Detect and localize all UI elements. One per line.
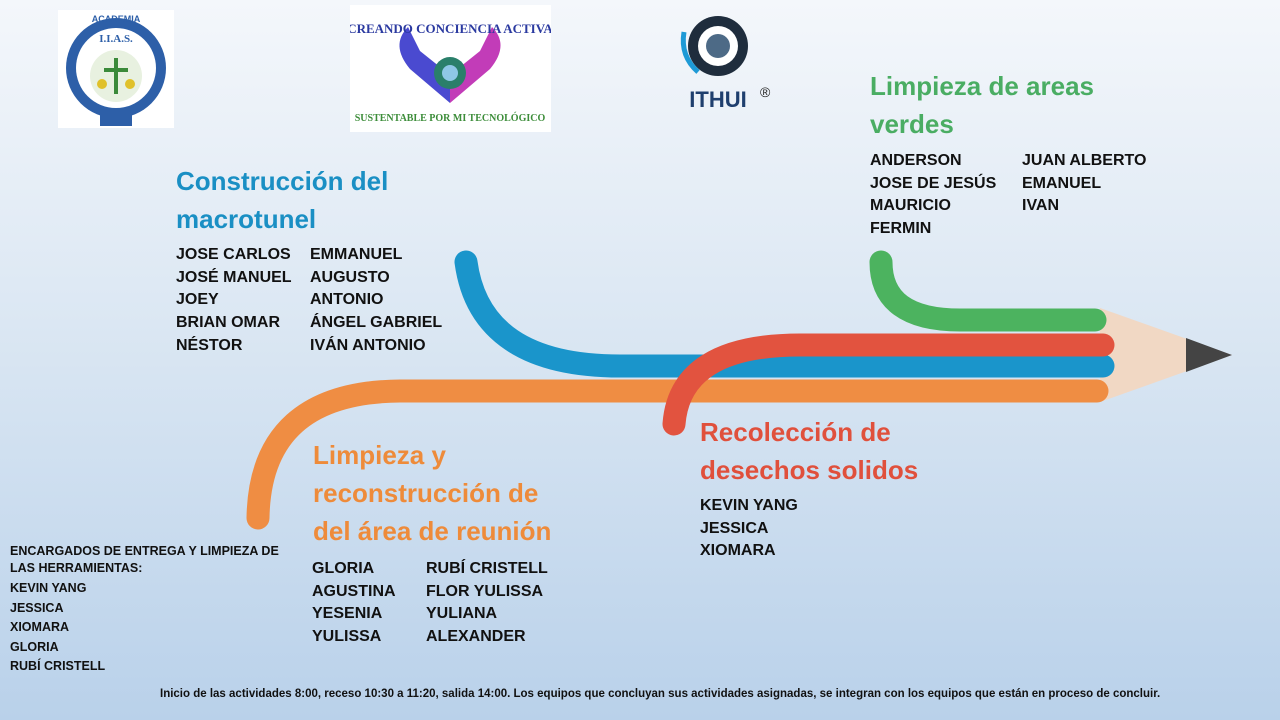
member-name: BRIAN OMAR: [176, 314, 280, 332]
areas-verdes-title: Limpieza de areas verdes: [870, 71, 1094, 139]
member-name: JOSE CARLOS: [176, 246, 291, 263]
member-name: RUBÍ CRISTELL: [426, 560, 548, 577]
member-name: EMMANUEL: [310, 246, 403, 263]
schedule-footer: Inicio de las actividades 8:00, receso 1…: [160, 688, 1161, 700]
herramientas-name: GLORIA: [10, 639, 59, 654]
herramientas-heading: ENCARGADOS DE ENTREGA Y LIMPIEZA DE LAS …: [10, 544, 279, 575]
member-name: GLORIA: [312, 560, 375, 577]
registered-mark: ®: [760, 84, 771, 100]
member-name: IVÁN ANTONIO: [310, 336, 426, 354]
herramientas-name: RUBÍ CRISTELL: [10, 659, 106, 673]
member-row: BRIAN OMAR ÁNGEL GABRIEL: [176, 312, 442, 335]
member-row: XIOMARA: [700, 540, 798, 563]
herramientas-block: ENCARGADOS DE ENTREGA Y LIMPIEZA DE LAS …: [10, 543, 280, 677]
member-name: JOSE DE JESÚS: [870, 174, 997, 192]
member-name: IVAN: [1022, 197, 1060, 215]
red-line: [662, 333, 1115, 436]
member-row: JOSE DE JESÚS EMANUEL: [870, 173, 1146, 196]
macrotunel-members: JOSE CARLOS EMMANUEL JOSÉ MANUEL AUGUSTO JOE…: [176, 244, 442, 358]
svg-text:ITHUI: ITHUI: [689, 87, 746, 112]
member-row: YESENIA YULIANA: [312, 603, 548, 626]
member-name: JOEY: [176, 291, 219, 309]
member-row: KEVIN YANG: [700, 495, 798, 518]
member-name: JUAN ALBERTO: [1022, 152, 1147, 169]
academia-logo: ACADEMIA I.I.A.S.: [58, 10, 174, 128]
member-row: JOEY ANTONIO: [176, 289, 442, 312]
member-row: JOSÉ MANUEL AUGUSTO: [176, 267, 442, 290]
member-name: KEVIN YANG: [700, 497, 798, 514]
member-row: JESSICA: [700, 518, 798, 541]
reunion-members: GLORIA RUBÍ CRISTELL AGUSTINA FLOR YULISSA Y…: [312, 558, 548, 649]
member-name: YESENIA: [312, 605, 383, 623]
creando-conciencia-logo: CREANDO CONCIENCIA ACTIVA SUSTENTABLE PO…: [350, 5, 551, 132]
svg-text:ACADEMIA: ACADEMIA: [92, 14, 141, 24]
pencil-lead: [1186, 338, 1232, 372]
member-row: AGUSTINA FLOR YULISSA: [312, 581, 548, 604]
ithui-logo: ITHUI: [680, 16, 748, 112]
green-line: [869, 250, 1107, 332]
member-name: FERMIN: [870, 220, 932, 238]
member-name: MAURICIO: [870, 197, 951, 215]
member-name: JOSÉ MANUEL: [176, 268, 292, 286]
orange-line: [246, 379, 1109, 530]
member-row: MAURICIO IVAN: [870, 195, 1146, 218]
member-name: AUGUSTO: [310, 268, 390, 286]
member-name: NÉSTOR: [176, 336, 243, 354]
member-row: YULISSA ALEXANDER: [312, 626, 548, 649]
svg-text:CREANDO CONCIENCIA ACTIVA: CREANDO CONCIENCIA ACTIVA: [350, 21, 551, 36]
herramientas-name: JESSICA: [10, 600, 64, 615]
member-name: ANTONIO: [310, 291, 384, 309]
member-row: GLORIA RUBÍ CRISTELL: [312, 558, 548, 581]
desechos-members: KEVIN YANG JESSICA XIOMARA: [700, 495, 798, 563]
herramientas-names: KEVIN YANG JESSICA XIOMARA GLORIA RUBÍ CRIST…: [10, 579, 280, 677]
blue-line: [454, 250, 1115, 378]
desechos-title: Recolección de desechos solidos: [700, 417, 919, 485]
member-name: AGUSTINA: [312, 582, 396, 600]
member-row: NÉSTOR IVÁN ANTONIO: [176, 335, 442, 358]
herramientas-name: KEVIN YANG: [10, 581, 87, 595]
pencil-tip: [1100, 308, 1232, 402]
member-name: XIOMARA: [700, 542, 776, 560]
macrotunel-title: Construcción del macrotunel: [176, 166, 389, 234]
member-name: EMANUEL: [1022, 174, 1102, 192]
member-row: JOSE CARLOS EMMANUEL: [176, 244, 442, 267]
reunion-title: Limpieza y reconstrucción de del área de…: [313, 440, 552, 546]
member-row: ANDERSON JUAN ALBERTO: [870, 150, 1146, 173]
areas-verdes-members: ANDERSON JUAN ALBERTO JOSE DE JESÚS EMANUEL…: [870, 150, 1146, 241]
svg-text:SUSTENTABLE POR MI TECNOLÓGICO: SUSTENTABLE POR MI TECNOLÓGICO: [355, 112, 546, 124]
member-name: ALEXANDER: [426, 628, 526, 646]
member-name: JESSICA: [700, 519, 769, 537]
member-name: ÁNGEL GABRIEL: [310, 314, 443, 332]
member-name: FLOR YULISSA: [426, 582, 544, 600]
member-name: YULIANA: [426, 605, 498, 623]
member-name: ANDERSON: [870, 152, 962, 169]
member-row: FERMIN: [870, 218, 1146, 241]
member-name: YULISSA: [312, 628, 382, 646]
herramientas-name: XIOMARA: [10, 620, 70, 634]
svg-text:I.I.A.S.: I.I.A.S.: [99, 33, 133, 45]
